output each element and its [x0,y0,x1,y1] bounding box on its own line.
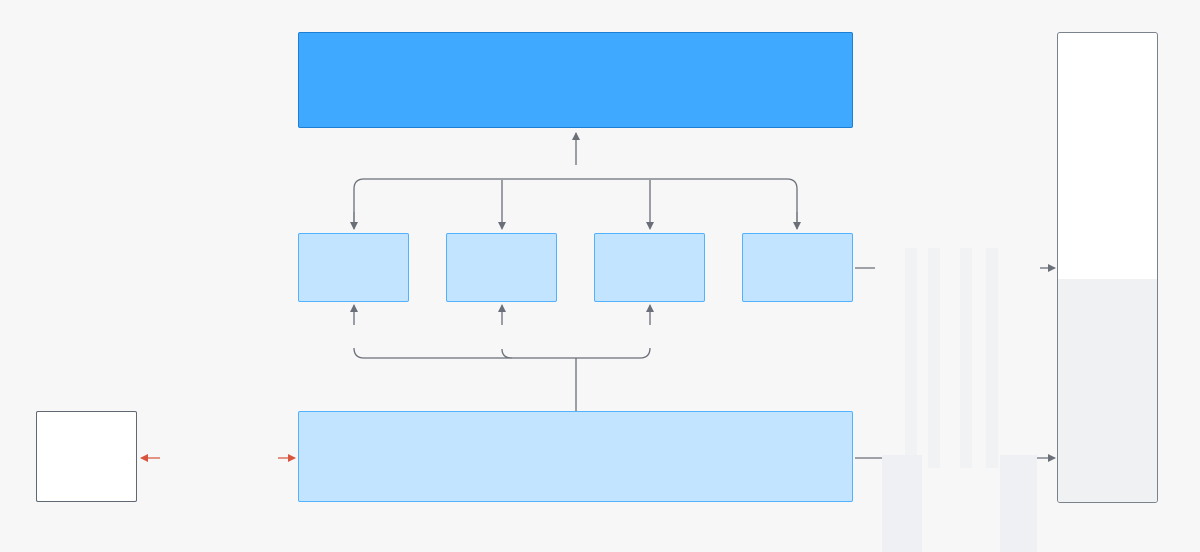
connector-band-upper [905,248,917,468]
top-box [298,32,853,128]
right-box-fill [1058,279,1157,502]
middle-box-2 [446,233,557,302]
connector-band-upper-3 [960,248,972,468]
connector-band-lower-2 [1000,455,1037,552]
bottom-box [298,411,853,502]
left-box [36,411,137,502]
middle-box-3 [594,233,705,302]
right-box [1057,32,1158,503]
connector-band-upper-2 [928,248,940,468]
connector-top-branch [353,178,798,229]
connector-bottom-branch [353,347,651,359]
middle-box-1 [298,233,409,302]
connector-bottom-center-curve [501,348,513,359]
connector-band-lower [882,455,922,552]
connector-band-upper-4 [986,248,998,468]
middle-box-4 [742,233,853,302]
